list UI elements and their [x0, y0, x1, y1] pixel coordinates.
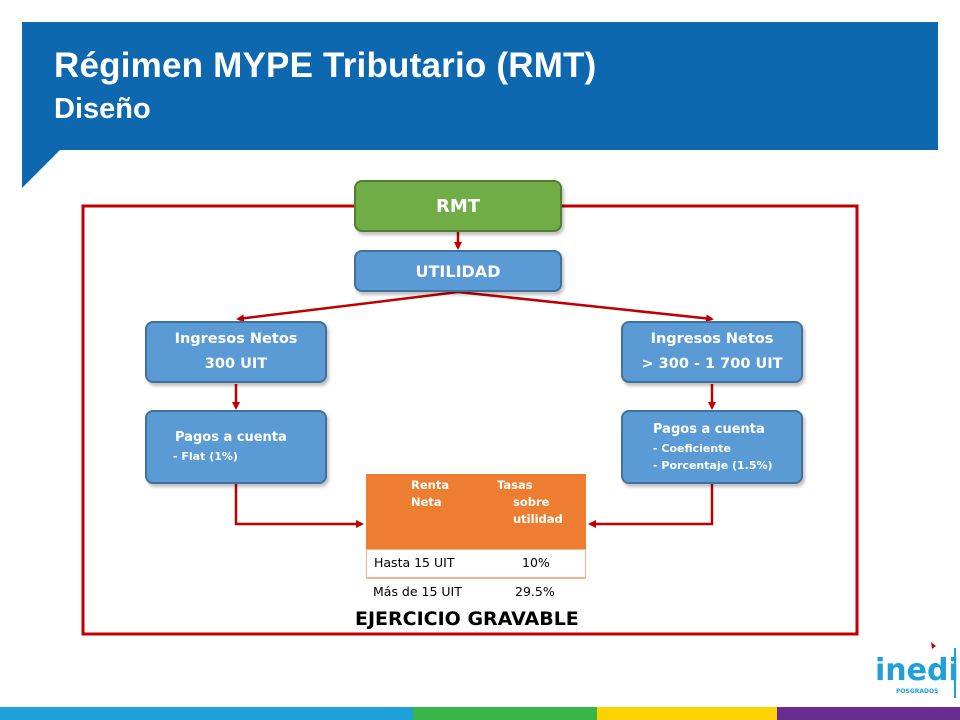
arrow-right-pagos-to-table	[588, 484, 714, 528]
bottom-bar-segment-yellow	[597, 707, 777, 720]
bottom-bar-segment-purple	[777, 707, 960, 720]
rate-value-cell: 29.5%	[515, 584, 555, 599]
logo-tagline: POSGRADOS	[896, 688, 938, 695]
rate-table-header-tasas-line: utilidad	[513, 512, 563, 526]
ingresos-right-amount: > 300 - 1 700 UIT	[641, 356, 783, 372]
rate-table: Renta Neta Tasas sobre utilidad Hasta 15…	[366, 474, 586, 606]
pagos-left-title: Pagos a cuenta	[175, 430, 287, 445]
rmt-node: RMT	[354, 180, 562, 232]
rate-range-cell: Hasta 15 UIT	[374, 555, 455, 570]
ingresos-left-node: Ingresos Netos 300 UIT	[145, 321, 327, 383]
pagos-right-title: Pagos a cuenta	[653, 422, 765, 437]
pagos-right-item: - Coeficiente	[653, 442, 731, 455]
table-row: Más de 15 UIT 29.5%	[366, 579, 586, 606]
rate-value-cell: 10%	[522, 555, 550, 570]
slide-title: Régimen MYPE Tributario (RMT)	[54, 46, 597, 85]
rate-table-header-tasas-line: Tasas	[497, 478, 533, 492]
rate-table-header-tasas: Tasas sobre utilidad	[497, 477, 563, 528]
utilidad-node: UTILIDAD	[354, 250, 562, 292]
rate-table-header-renta: Renta Neta	[411, 478, 450, 509]
slide-subtitle: Diseño	[54, 93, 151, 125]
pagos-right-node: Pagos a cuenta - Coeficiente - Porcentaj…	[621, 410, 803, 484]
ingresos-left-title: Ingresos Netos	[174, 331, 298, 347]
table-row: Hasta 15 UIT 10%	[366, 549, 586, 579]
bottom-color-bar	[0, 707, 960, 720]
inedi-logo: inedi POSGRADOS	[875, 642, 959, 698]
arrow-left-pagos-to-table	[234, 484, 364, 528]
pagos-left-item: - Flat (1%)	[173, 450, 238, 463]
exercise-frame	[81, 204, 859, 636]
arrow-utilidad-to-right	[457, 290, 714, 323]
rate-table-header: Renta Neta Tasas sobre utilidad	[366, 474, 586, 549]
bottom-bar-segment-blue	[0, 707, 413, 720]
ingresos-right-node: Ingresos Netos > 300 - 1 700 UIT	[621, 321, 803, 383]
ingresos-right-title: Ingresos Netos	[650, 331, 774, 347]
header-banner	[22, 22, 938, 188]
logo-wordmark: inedi	[875, 653, 959, 688]
pagos-right-item: - Porcentaje (1.5%)	[653, 459, 773, 472]
arrow-utilidad-to-left	[236, 290, 459, 323]
logo-divider	[954, 648, 956, 698]
header-banner-shape	[22, 22, 938, 188]
exercise-label: EJERCICIO GRAVABLE	[355, 608, 579, 630]
rmt-node-label: RMT	[435, 195, 481, 217]
bottom-bar-segment-green	[413, 707, 597, 720]
utilidad-node-label: UTILIDAD	[415, 261, 501, 281]
rate-range-cell: Más de 15 UIT	[373, 584, 462, 599]
rate-table-header-tasas-line: sobre	[513, 495, 550, 509]
ingresos-left-amount: 300 UIT	[204, 356, 268, 372]
pagos-left-node: Pagos a cuenta - Flat (1%)	[145, 410, 327, 484]
logo-accent-shape	[931, 642, 936, 649]
